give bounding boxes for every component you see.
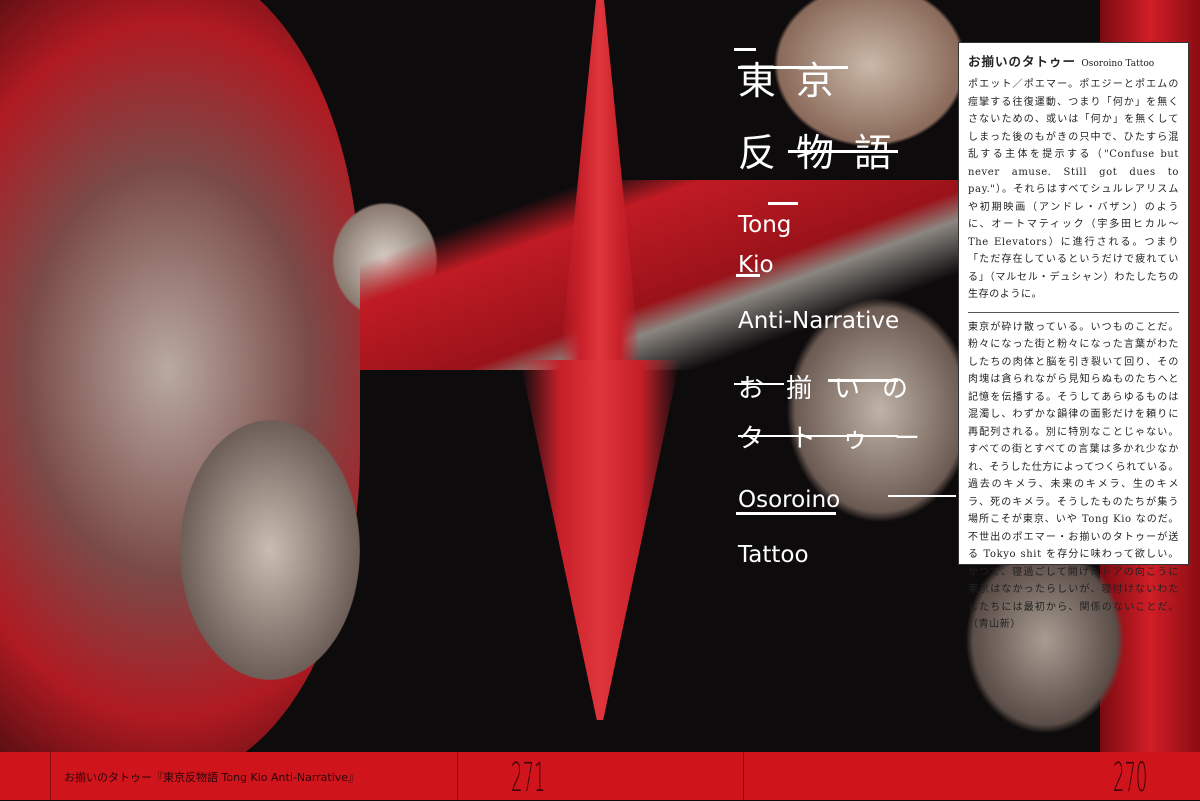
title-line: Anti-Narrative xyxy=(738,308,900,334)
article-text-box: お揃いのタトゥー Osoroino Tattoo ポエット／ポエマー。ポエジーと… xyxy=(958,42,1189,630)
article-heading: お揃いのタトゥー Osoroino Tattoo xyxy=(968,54,1155,69)
page-footer: お揃いのタトゥー『東京反物語 Tong Kio Anti-Narrative』 … xyxy=(0,752,1200,801)
divider xyxy=(968,311,1179,313)
title-line: Osoroino xyxy=(738,487,841,513)
article-paragraph-2: 東京が砕け散っている。いつものことだ。粉々になった街と粉々になった言葉がわたした… xyxy=(968,321,1179,631)
title-line: 反物語 xyxy=(738,131,913,175)
title-line: Tattoo xyxy=(738,542,809,568)
title-line: Tong xyxy=(738,212,792,238)
title-line: Kio xyxy=(738,252,774,278)
title-line: お揃いの xyxy=(738,374,931,404)
title-line: タトゥー xyxy=(738,424,947,454)
page-number-right: 270 xyxy=(1113,755,1148,801)
page-number-left: 271 xyxy=(511,755,546,801)
title-line: 東京 xyxy=(738,59,855,103)
article-paragraph-1: ポエット／ポエマー。ポエジーとポエムの痙攣する往復運動、つまり「何か」を無くさな… xyxy=(968,79,1179,300)
running-title: お揃いのタトゥー『東京反物語 Tong Kio Anti-Narrative』 xyxy=(64,771,360,784)
